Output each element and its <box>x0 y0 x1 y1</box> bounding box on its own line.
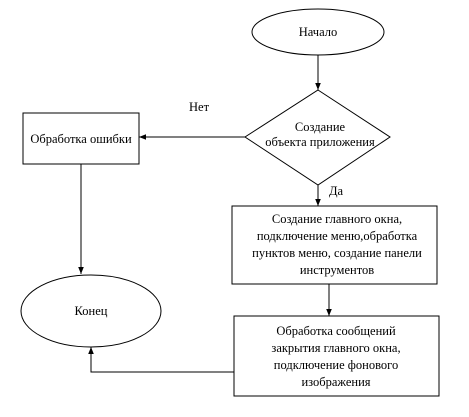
messages-label-line-4: изображения <box>301 375 370 389</box>
messages-label-line-3: подключение фонового <box>274 358 398 372</box>
error-label: Обработка ошибки <box>30 132 132 146</box>
main-window-label-line-4: инструментов <box>300 263 374 277</box>
edge-label-no: Нет <box>189 100 210 114</box>
start-label: Начало <box>299 25 338 39</box>
edge-label-yes: Да <box>329 184 344 198</box>
arrow-messages-to-end <box>88 347 234 373</box>
main-window-label-line-2: подключение меню,обработка <box>257 229 418 243</box>
main-window-label-line-1: Создание главного окна, <box>272 212 402 226</box>
end-label: Конец <box>75 304 108 318</box>
messages-label-line-2: закрытия главного окна, <box>271 341 400 355</box>
error-node: Обработка ошибки <box>22 112 140 165</box>
decision-node: Создание объекта приложения <box>244 89 391 186</box>
start-node: Начало <box>251 8 385 56</box>
main-window-label-line-3: пунктов меню, создание панели <box>252 246 422 260</box>
main-window-node: Создание главного окна, подключение меню… <box>231 205 438 285</box>
messages-node: Обработка сообщений закрытия главного ок… <box>233 315 440 397</box>
decision-label-line-2: объекта приложения <box>265 135 375 149</box>
decision-label-line-1: Создание <box>295 120 346 134</box>
end-node: Конец <box>20 274 162 348</box>
messages-label-line-1: Обработка сообщений <box>276 324 396 338</box>
